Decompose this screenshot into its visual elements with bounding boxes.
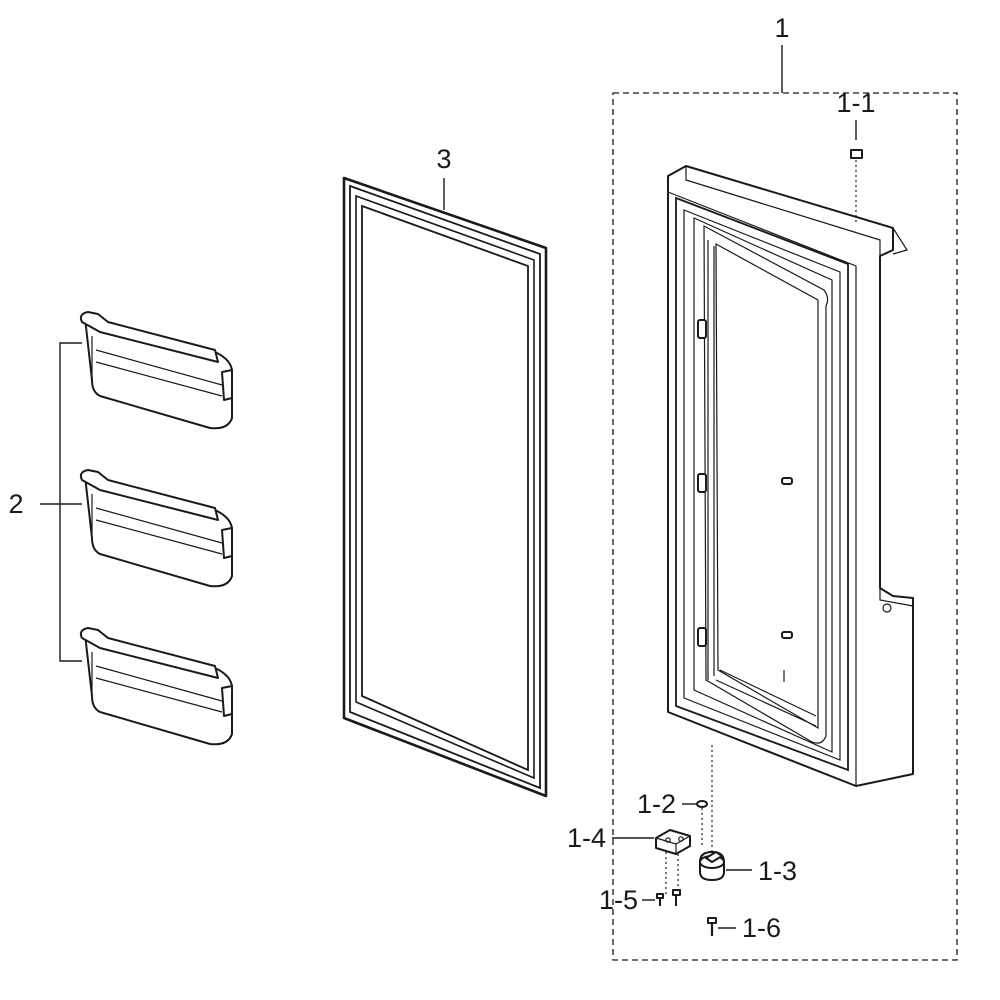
screw-part-a	[656, 889, 681, 906]
label-hinge-bush: 1-3	[758, 856, 797, 886]
hinge-bracket-part	[655, 829, 691, 896]
label-assembly: 1	[774, 13, 789, 43]
screw-part-b	[707, 917, 717, 936]
washer-part	[696, 800, 708, 848]
door-gasket	[342, 176, 548, 798]
label-screw-a: 1-5	[599, 885, 638, 915]
hinge-bush-part	[699, 851, 725, 881]
door-guard-bin-bottom	[79, 627, 233, 746]
door-guard-bin-top	[79, 311, 233, 430]
door-assembly-outline	[612, 92, 958, 961]
refrigerator-door	[667, 165, 914, 787]
label-gasket: 3	[436, 144, 451, 174]
guards-leader-bracket	[40, 342, 82, 662]
label-guards: 2	[8, 489, 23, 519]
label-washer: 1-2	[637, 789, 676, 819]
label-screw-b: 1-6	[742, 913, 781, 943]
hinge-cap-part	[850, 149, 863, 222]
label-cap: 1-1	[836, 88, 875, 118]
label-hinge-bracket: 1-4	[567, 823, 606, 853]
door-guard-bin-middle	[79, 469, 233, 588]
